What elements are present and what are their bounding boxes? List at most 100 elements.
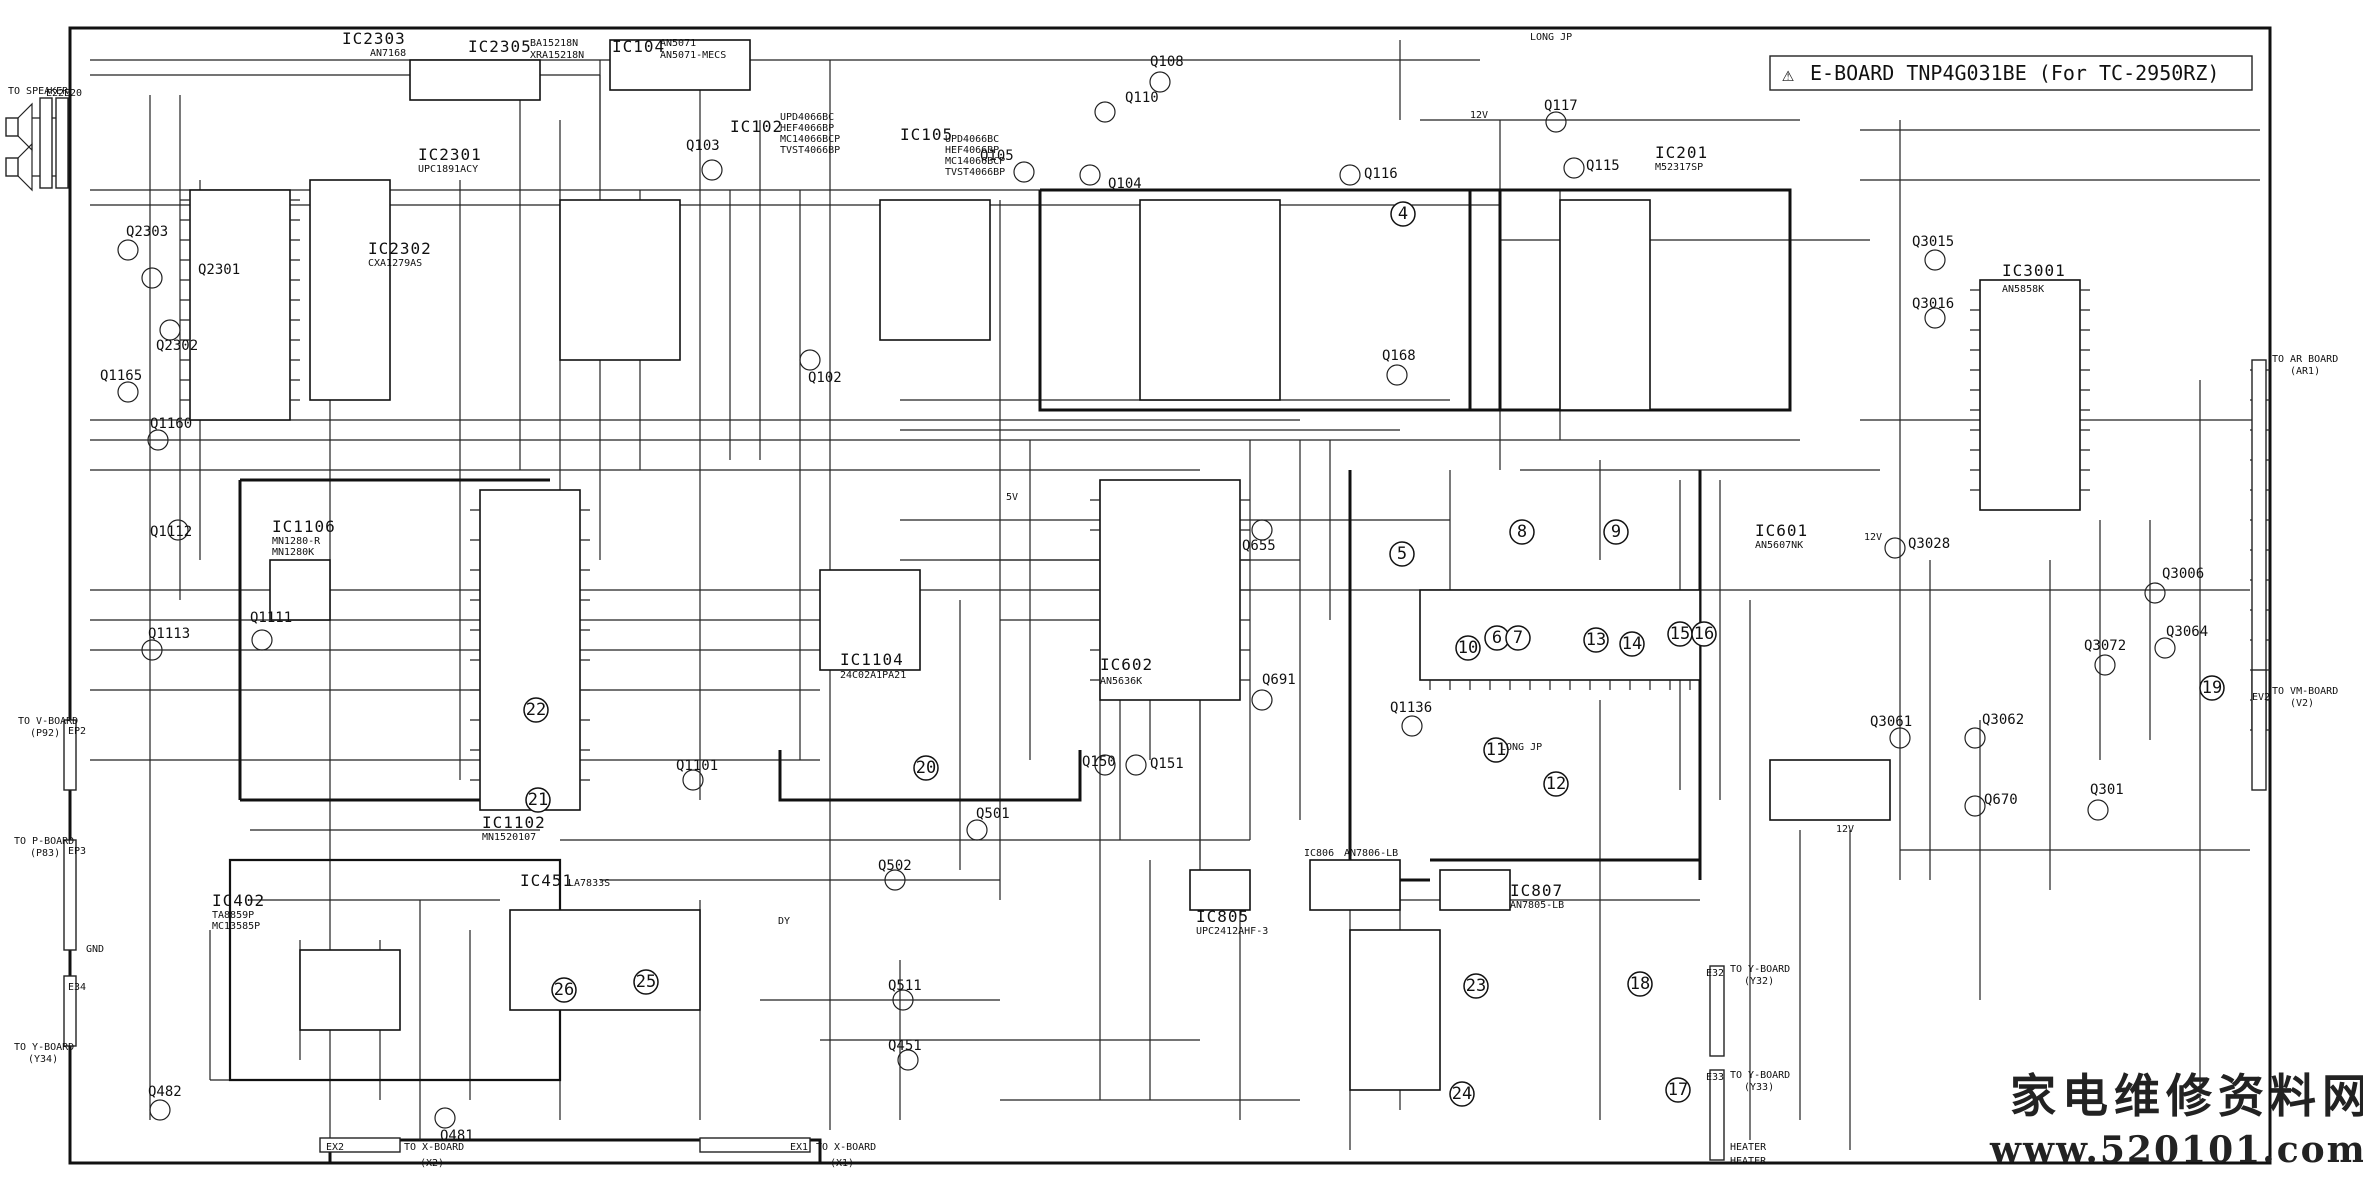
svg-text:5: 5 (1397, 544, 1407, 564)
svg-text:24C02A1PA21: 24C02A1PA21 (840, 670, 906, 681)
svg-text:EX1: EX1 (790, 1142, 808, 1153)
svg-text:LONG JP: LONG JP (1500, 742, 1542, 753)
svg-text:Q1113: Q1113 (148, 626, 190, 642)
svg-text:12V: 12V (1864, 532, 1882, 543)
svg-text:22: 22 (526, 700, 546, 720)
svg-text:Q150: Q150 (1082, 754, 1116, 770)
svg-text:AN5607NK: AN5607NK (1755, 540, 1803, 551)
svg-text:AN5858K: AN5858K (2002, 284, 2044, 295)
transistor-labels: Q108 Q110 Q117 Q115 Q116 Q103 Q105 Q104 … (100, 54, 2208, 1144)
svg-text:Q2302: Q2302 (156, 338, 198, 354)
svg-text:Q168: Q168 (1382, 348, 1416, 364)
ic1106-body (269, 559, 331, 621)
ic805-ref: IC805 (1196, 907, 1249, 926)
svg-text:Q3006: Q3006 (2162, 566, 2204, 582)
svg-text:6: 6 (1492, 628, 1502, 648)
svg-text:Q1136: Q1136 (1390, 700, 1432, 716)
svg-text:15: 15 (1670, 624, 1690, 644)
ic2305-ref: IC2305 (468, 37, 532, 56)
svg-text:M52317SP: M52317SP (1655, 162, 1703, 173)
callouts: 4 5 6 7 8 9 10 11 12 13 14 15 16 17 18 1… (523, 201, 2225, 1107)
svg-text:10: 10 (1458, 638, 1478, 658)
svg-text:Q3072: Q3072 (2084, 638, 2126, 654)
svg-text:Q3015: Q3015 (1912, 234, 1954, 250)
to-speaker-label: TO SPEAKER (8, 86, 69, 97)
warning-symbol: ⚠ (1782, 62, 1794, 86)
svg-text:UPD4066BC: UPD4066BC (780, 112, 834, 123)
svg-text:UPC1891ACY: UPC1891ACY (418, 164, 478, 175)
svg-text:E34: E34 (68, 982, 86, 993)
to-y-board-y33-label: TO Y-BOARD (1730, 1070, 1790, 1081)
misc-labels: 12V 12V 12V 5V LONG JP LONG JP HEATER HE… (86, 32, 1882, 1167)
chip-bodies (189, 39, 2081, 1091)
svg-text:MC14066BCP: MC14066BCP (945, 156, 1005, 167)
svg-text:4: 4 (1398, 204, 1408, 224)
to-v-board-label: TO V-BOARD (18, 716, 78, 727)
ic1104-body (819, 569, 921, 671)
svg-text:(V2): (V2) (2290, 698, 2314, 709)
ic2301-ref: IC2301 (418, 145, 482, 164)
svg-text:Q117: Q117 (1544, 98, 1578, 114)
svg-text:Q481: Q481 (440, 1128, 474, 1144)
svg-text:11: 11 (1486, 740, 1506, 760)
svg-text:Q115: Q115 (1586, 158, 1620, 174)
svg-text:Q670: Q670 (1984, 792, 2018, 808)
svg-text:HEATER: HEATER (1730, 1156, 1767, 1167)
svg-text:Q3062: Q3062 (1982, 712, 2024, 728)
svg-text:EX2: EX2 (326, 1142, 344, 1153)
to-y-board-y32-label: TO Y-BOARD (1730, 964, 1790, 975)
transistor-symbols (117, 71, 2176, 1129)
ic2305-body (409, 59, 541, 101)
svg-text:GND: GND (86, 944, 104, 955)
ic3001-body (1979, 279, 2081, 511)
ic402-body (299, 949, 401, 1031)
ic451-body (509, 909, 701, 1011)
ic602-ref: IC602 (1100, 655, 1153, 674)
ic201-ref: IC201 (1655, 143, 1708, 162)
svg-text:(X2): (X2) (420, 1158, 444, 1169)
pin-stubs (180, 199, 2090, 781)
ic1102-body (479, 489, 581, 811)
svg-text:(P83): (P83) (30, 848, 60, 859)
svg-text:17: 17 (1668, 1080, 1688, 1100)
svg-text:AN7805-LB: AN7805-LB (1510, 900, 1564, 911)
svg-text:12: 12 (1546, 774, 1566, 794)
svg-text:EP2: EP2 (68, 726, 86, 737)
svg-text:AN5071-MECS: AN5071-MECS (660, 50, 726, 61)
svg-text:E33: E33 (1706, 1072, 1724, 1083)
svg-text:(Y33): (Y33) (1744, 1082, 1774, 1093)
ic104-body (609, 39, 751, 91)
ic1104-ref: IC1104 (840, 650, 904, 669)
svg-text:MN1280K: MN1280K (272, 547, 314, 558)
svg-text:Q116: Q116 (1364, 166, 1398, 182)
svg-text:25: 25 (636, 972, 656, 992)
svg-text:Q102: Q102 (808, 370, 842, 386)
svg-text:23: 23 (1466, 976, 1486, 996)
svg-text:MC14066BCP: MC14066BCP (780, 134, 840, 145)
to-p-board-label: TO P-BOARD (14, 836, 74, 847)
ic2302-body (189, 189, 291, 421)
svg-text:20: 20 (916, 758, 936, 778)
svg-text:Q1111: Q1111 (250, 610, 292, 626)
to-vm-board-label: TO VM-BOARD (2272, 686, 2338, 697)
svg-text:21: 21 (528, 790, 548, 810)
ic402-ref: IC402 (212, 891, 265, 910)
ic2302-ref: IC2302 (368, 239, 432, 258)
svg-text:HEF4066BP: HEF4066BP (945, 145, 999, 156)
svg-text:(Y32): (Y32) (1744, 976, 1774, 987)
svg-text:13: 13 (1586, 630, 1606, 650)
svg-text:(X1): (X1) (830, 1158, 854, 1169)
svg-text:Q511: Q511 (888, 978, 922, 994)
svg-text:MC13585P: MC13585P (212, 921, 260, 932)
to-ar-board-label: TO AR BOARD (2272, 354, 2338, 365)
svg-text:12V: 12V (1836, 824, 1854, 835)
ic3001-ref: IC3001 (2002, 261, 2066, 280)
svg-text:Q3016: Q3016 (1912, 296, 1954, 312)
svg-text:HEF4066BP: HEF4066BP (780, 123, 834, 134)
svg-text:MN1520107: MN1520107 (482, 832, 536, 843)
ic102-body (559, 199, 681, 361)
ic806-body (1309, 859, 1401, 911)
to-x-board-x2-label: TO X-BOARD (404, 1142, 464, 1153)
transformer-body (1349, 929, 1441, 1091)
